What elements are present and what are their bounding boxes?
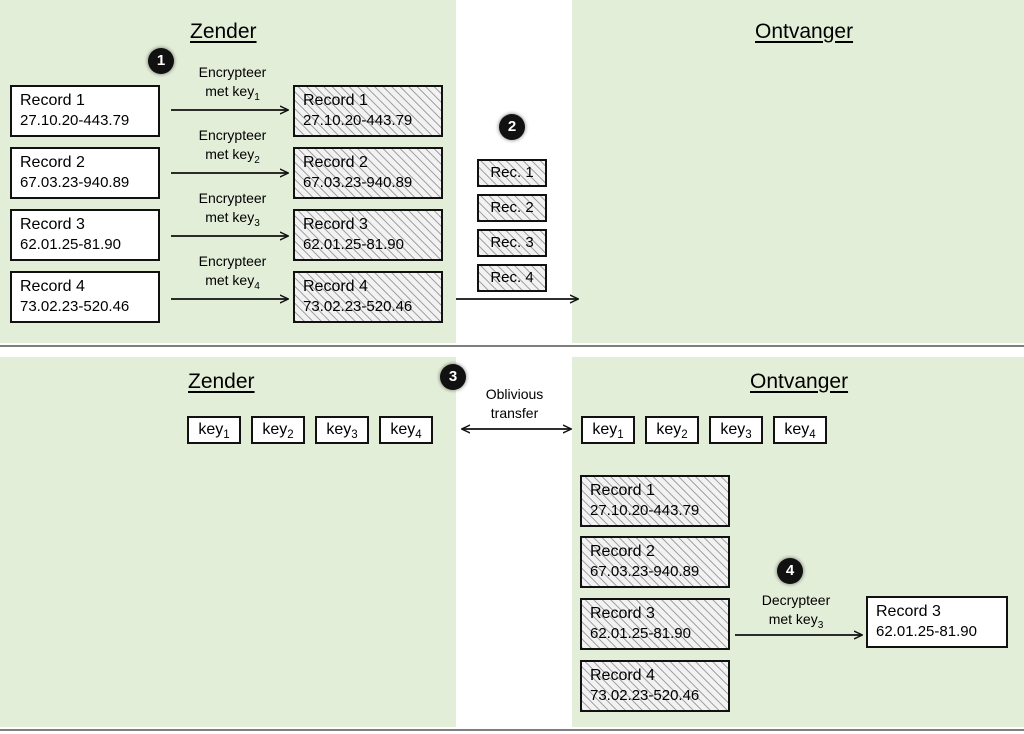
heading-sender-top: Zender — [190, 20, 257, 43]
sender-key-box: key2 — [251, 416, 305, 444]
record-value: 67.03.23-940.89 — [20, 174, 130, 191]
encrypt-label-line2: met key2 — [205, 146, 260, 166]
decrypted-record-box: Record 3 62.01.25-81.90 — [866, 596, 1008, 648]
receiver-record-box: Record 4 73.02.23-520.46 — [580, 660, 730, 712]
record-name: Record 2 — [590, 543, 655, 560]
record-name: Record 1 — [303, 92, 368, 109]
encrypt-label-line2: met key3 — [205, 209, 260, 229]
heading-receiver-top: Ontvanger — [755, 20, 854, 43]
record-value: 27.10.20-443.79 — [303, 112, 413, 129]
encrypted-record-box: Record 4 73.02.23-520.46 — [293, 271, 443, 323]
record-value: 27.10.20-443.79 — [590, 502, 700, 519]
step-badge-3: 3 — [440, 364, 466, 390]
record-value: 62.01.25-81.90 — [876, 623, 977, 640]
sender-key-box: key3 — [315, 416, 369, 444]
encrypted-record-box: Record 3 62.01.25-81.90 — [293, 209, 443, 261]
step-badge-2: 2 — [499, 114, 525, 140]
receiver-record-box: Record 2 67.03.23-940.89 — [580, 536, 730, 588]
oblivious-transfer-line1: Oblivious — [485, 386, 544, 402]
encrypt-label: Encrypteer met key2 — [180, 126, 285, 170]
transit-record-box: Rec. 2 — [477, 194, 547, 222]
receiver-record-box: Record 3 62.01.25-81.90 — [580, 598, 730, 650]
section-divider-top — [0, 345, 1024, 347]
transit-record-box: Rec. 4 — [477, 264, 547, 292]
record-value: 67.03.23-940.89 — [303, 174, 413, 191]
oblivious-transfer-line2: transfer — [490, 405, 539, 421]
sender-key-box: key1 — [187, 416, 241, 444]
encrypted-record-box: Record 2 67.03.23-940.89 — [293, 147, 443, 199]
encrypt-label-line1: Encrypteer — [198, 64, 267, 80]
record-value: 73.02.23-520.46 — [20, 298, 130, 315]
panel-receiver-top — [572, 0, 1024, 343]
encrypt-label: Encrypteer met key4 — [180, 252, 285, 296]
plain-record-box: Record 1 27.10.20-443.79 — [10, 85, 160, 137]
decrypt-label: Decrypteer met key3 — [742, 591, 850, 635]
receiver-record-box: Record 1 27.10.20-443.79 — [580, 475, 730, 527]
transit-record-box: Rec. 3 — [477, 229, 547, 257]
encrypt-label-line2: met key4 — [205, 272, 260, 292]
encrypted-record-box: Record 1 27.10.20-443.79 — [293, 85, 443, 137]
record-name: Record 2 — [303, 154, 368, 171]
record-name: Record 1 — [20, 92, 85, 109]
heading-sender-bottom: Zender — [188, 370, 255, 393]
decrypt-label-line1: Decrypteer — [761, 592, 831, 608]
record-name: Record 4 — [303, 278, 368, 295]
record-name: Record 2 — [20, 154, 85, 171]
receiver-key-box-revealed: key3 — [709, 416, 763, 444]
record-value: 73.02.23-520.46 — [303, 298, 413, 315]
plain-record-box: Record 4 73.02.23-520.46 — [10, 271, 160, 323]
plain-record-box: Record 2 67.03.23-940.89 — [10, 147, 160, 199]
record-name: Record 1 — [590, 482, 655, 499]
record-name: Record 3 — [303, 216, 368, 233]
record-name: Record 3 — [876, 603, 941, 620]
heading-receiver-bottom: Ontvanger — [750, 370, 849, 393]
encrypt-label-line2: met key1 — [205, 83, 260, 103]
receiver-key-box-hidden: key2 — [645, 416, 699, 444]
record-name: Record 3 — [590, 605, 655, 622]
record-value: 62.01.25-81.90 — [20, 236, 121, 253]
encrypt-label-line1: Encrypteer — [198, 253, 267, 269]
record-value: 27.10.20-443.79 — [20, 112, 130, 129]
plain-record-box: Record 3 62.01.25-81.90 — [10, 209, 160, 261]
record-value: 67.03.23-940.89 — [590, 563, 700, 580]
section-divider-bottom — [0, 729, 1024, 731]
record-name: Record 3 — [20, 216, 85, 233]
step-badge-1: 1 — [148, 48, 174, 74]
step-badge-4: 4 — [777, 558, 803, 584]
encrypt-label-line1: Encrypteer — [198, 127, 267, 143]
encrypt-label: Encrypteer met key1 — [180, 63, 285, 107]
record-value: 73.02.23-520.46 — [590, 687, 700, 704]
record-name: Record 4 — [590, 667, 655, 684]
record-value: 62.01.25-81.90 — [590, 625, 691, 642]
oblivious-transfer-label: Oblivious transfer — [462, 385, 567, 423]
encrypt-label: Encrypteer met key3 — [180, 189, 285, 233]
receiver-key-box-hidden: key4 — [773, 416, 827, 444]
panel-sender-bottom — [0, 357, 456, 727]
record-value: 62.01.25-81.90 — [303, 236, 404, 253]
sender-key-box: key4 — [379, 416, 433, 444]
transit-record-box: Rec. 1 — [477, 159, 547, 187]
encrypt-label-line1: Encrypteer — [198, 190, 267, 206]
record-name: Record 4 — [20, 278, 85, 295]
decrypt-label-line2: met key3 — [768, 611, 824, 631]
receiver-key-box-hidden: key1 — [581, 416, 635, 444]
